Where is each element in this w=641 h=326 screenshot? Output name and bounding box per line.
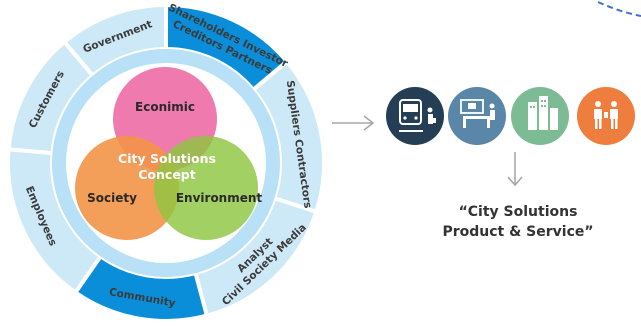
output-caption-line2: Product & Service” [442, 224, 594, 240]
flow-arrow-right [332, 115, 375, 131]
train-icon [386, 87, 444, 145]
society-circle [75, 136, 179, 240]
flow-arrow-down [507, 152, 523, 187]
environment-label: Environment [176, 191, 263, 205]
public-service-icon [448, 87, 506, 145]
output-caption-line1: “City Solutions [458, 204, 578, 220]
concept-label-line2: Concept [138, 167, 195, 182]
economic-label: Econimic [135, 100, 195, 114]
city-buildings-icon [511, 87, 569, 145]
environment-circle [154, 136, 258, 240]
dashed-connector [597, 1, 641, 17]
people-icon [577, 87, 635, 145]
concept-label-line1: City Solutions [118, 151, 216, 166]
venn-diagram: Econimic Society Environment City Soluti… [75, 67, 262, 240]
output-caption: “City Solutions Product & Service” [423, 202, 613, 242]
society-label: Society [87, 191, 137, 205]
